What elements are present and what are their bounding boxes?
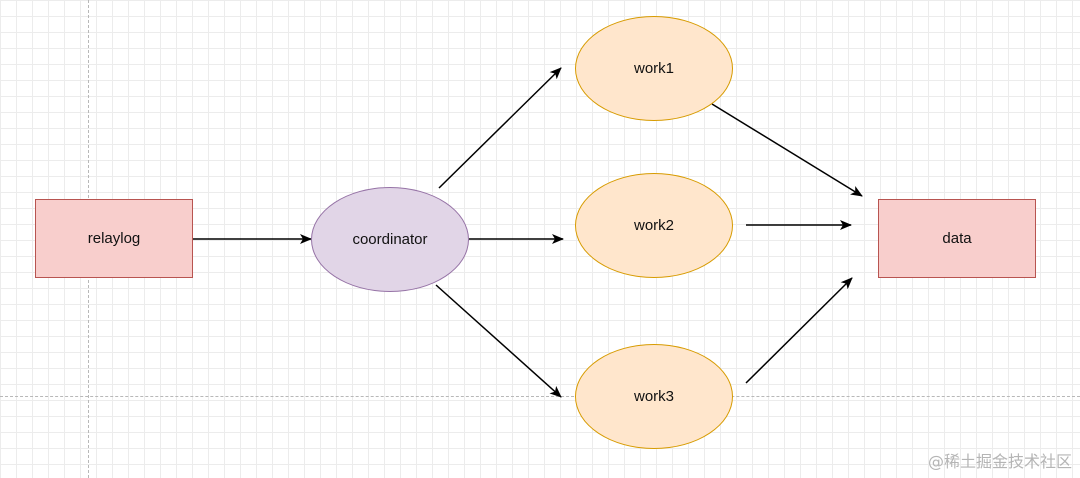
data-node[interactable]: data: [878, 199, 1036, 278]
coordinator-label: coordinator: [352, 231, 428, 248]
work1-node[interactable]: work1: [575, 16, 733, 121]
coordinator-node[interactable]: coordinator: [311, 187, 469, 292]
relaylog-label: relaylog: [87, 230, 141, 247]
edge-work3-data: [745, 277, 853, 384]
data-label: data: [942, 230, 972, 247]
edge-coordinator-work3: [435, 284, 562, 398]
work2-label: work2: [633, 217, 674, 234]
edge-work1-data: [711, 103, 863, 197]
watermark-text: @稀土掘金技术社区: [927, 452, 1072, 471]
relaylog-node[interactable]: relaylog: [35, 199, 193, 278]
work3-label: work3: [633, 388, 674, 405]
work3-node[interactable]: work3: [575, 344, 733, 449]
horizontal-guide-line: [0, 396, 1080, 397]
work1-label: work1: [633, 60, 674, 77]
edge-coordinator-work1: [438, 67, 562, 189]
work2-node[interactable]: work2: [575, 173, 733, 278]
